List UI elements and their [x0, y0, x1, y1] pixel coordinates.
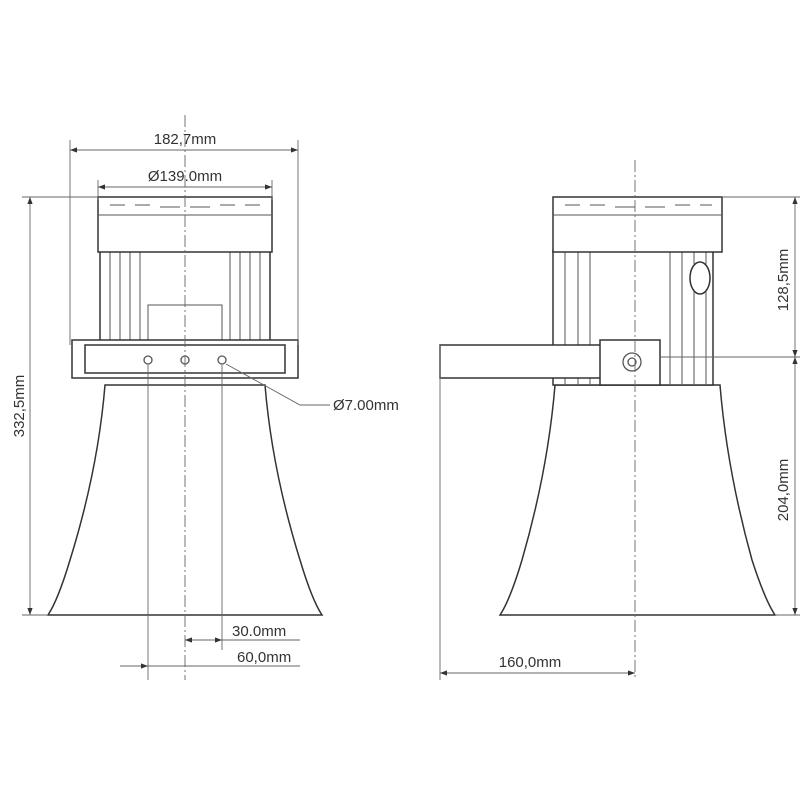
bracket-depth-label: 160,0mm — [499, 654, 562, 671]
bracket-plate — [599, 339, 661, 386]
driver-cap — [552, 196, 723, 253]
hole-diameter-label: Ø7.00mm — [333, 397, 399, 414]
horn-bell — [498, 384, 777, 616]
driver-height-label: 128,5mm — [775, 249, 792, 312]
side-view: 128,5mm 204,0mm 160,0mm — [439, 160, 800, 680]
hole-spacing-label: 60,0mm — [237, 649, 291, 666]
bracket-arm — [439, 344, 603, 379]
cooling-fins — [109, 252, 261, 346]
overall-width-label: 182,7mm — [154, 131, 217, 148]
cable-gland — [689, 261, 711, 295]
pivot-bolt — [622, 352, 642, 372]
overall-height-label: 332,5mm — [11, 375, 28, 438]
hole-offset-label: 30.0mm — [232, 623, 286, 640]
horn-height-label: 204,0mm — [775, 459, 792, 522]
mounting-hole — [217, 355, 227, 365]
cap-diameter-label: Ø139.0mm — [148, 168, 222, 185]
front-view: 182,7mm Ø139.0mm 332,5mm Ø7.00mm 30.0mm … — [11, 115, 399, 680]
mounting-hole — [143, 355, 153, 365]
